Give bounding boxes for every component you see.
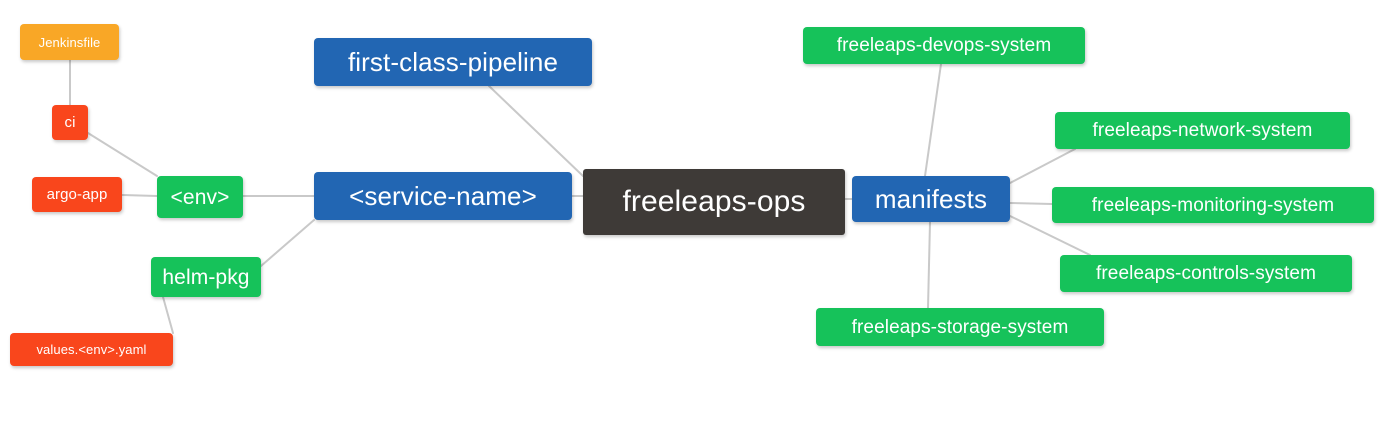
node-controls[interactable]: freeleaps-controls-system — [1060, 255, 1352, 292]
node-helm-pkg[interactable]: helm-pkg — [151, 257, 261, 297]
node-ci[interactable]: ci — [52, 105, 88, 140]
node-env[interactable]: <env> — [157, 176, 243, 218]
edge-manifests-to-network — [1009, 148, 1076, 184]
node-storage[interactable]: freeleaps-storage-system — [816, 308, 1104, 346]
node-manifests[interactable]: manifests — [852, 176, 1010, 222]
node-devops[interactable]: freeleaps-devops-system — [803, 27, 1085, 64]
edge-manifests-to-storage — [927, 221, 931, 309]
node-monitoring[interactable]: freeleaps-monitoring-system — [1052, 187, 1374, 223]
edge-manifests-to-devops — [924, 63, 942, 177]
node-jenkinsfile[interactable]: Jenkinsfile — [20, 24, 119, 60]
edge-pipeline-to-freeleaps-ops — [488, 85, 584, 177]
edge-helm-pkg-to-service-name — [260, 219, 315, 267]
node-service-name[interactable]: <service-name> — [314, 172, 572, 220]
edge-ci-to-env — [87, 132, 158, 177]
edge-values-yaml-to-helm-pkg — [162, 296, 174, 334]
edge-manifests-to-monitoring — [1009, 202, 1053, 205]
node-network[interactable]: freeleaps-network-system — [1055, 112, 1350, 149]
node-pipeline[interactable]: first-class-pipeline — [314, 38, 592, 86]
node-freeleaps-ops[interactable]: freeleaps-ops — [583, 169, 845, 235]
node-values-yaml[interactable]: values.<env>.yaml — [10, 333, 173, 366]
edge-argo-app-to-env — [121, 194, 158, 197]
node-argo-app[interactable]: argo-app — [32, 177, 122, 212]
